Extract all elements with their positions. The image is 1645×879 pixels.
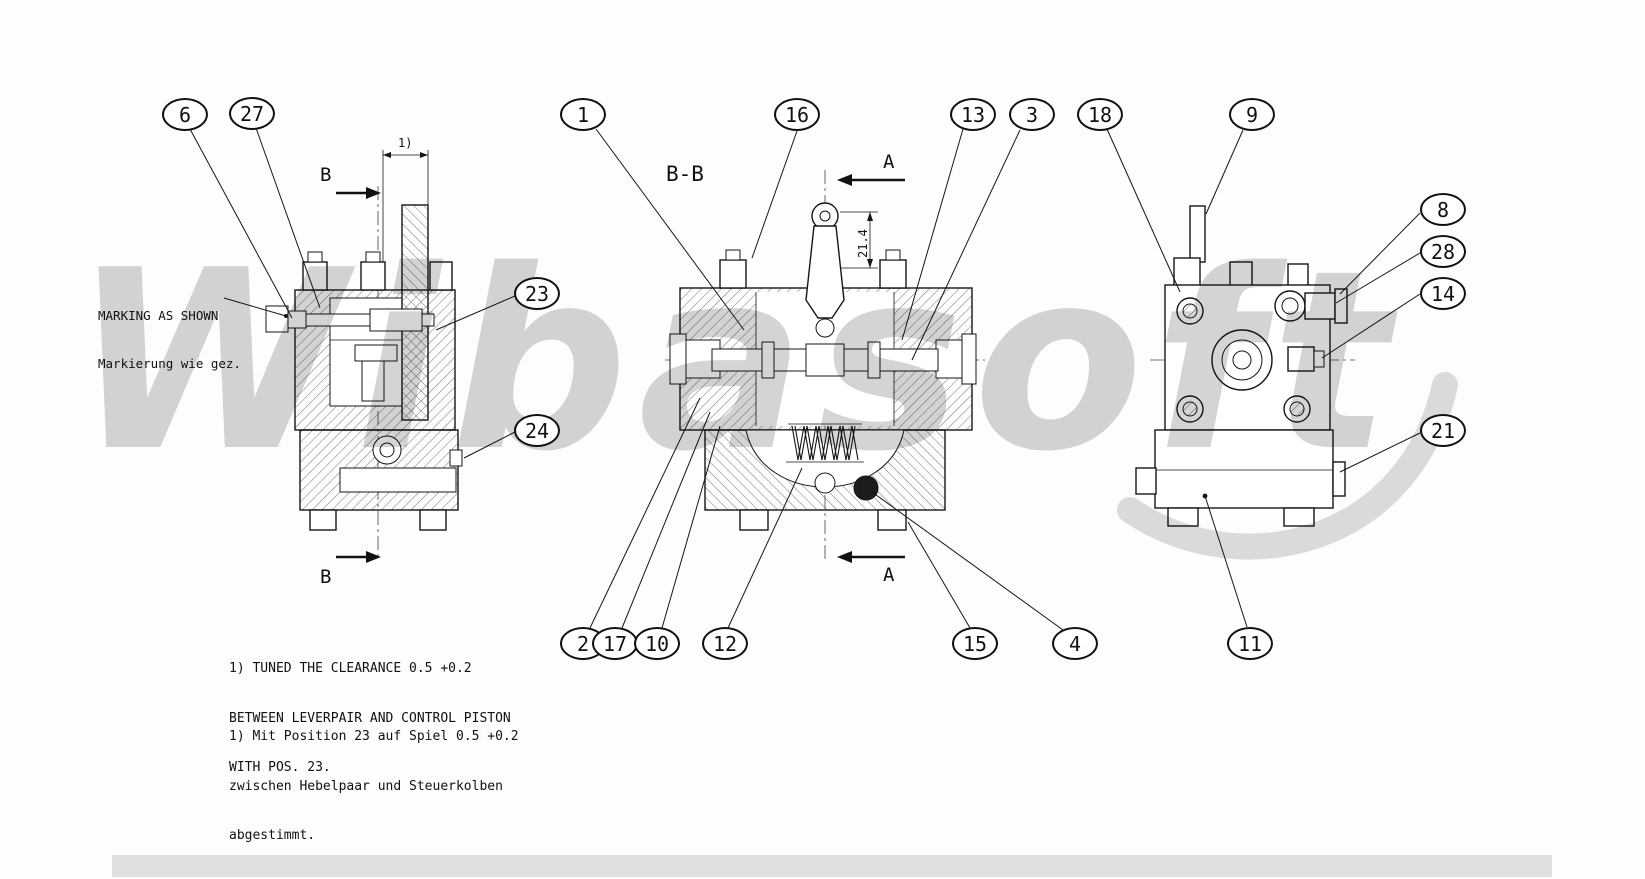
- section-label-a-top: A: [883, 151, 895, 173]
- balloon-17: 17: [592, 627, 638, 660]
- balloon-16: 16: [774, 98, 820, 131]
- note-en-line1: 1) TUNED THE CLEARANCE 0.5 +0.2: [229, 661, 472, 676]
- note-en-line2: BETWEEN LEVERPAIR AND CONTROL PISTON: [229, 710, 511, 726]
- balloon-13: 13: [950, 98, 996, 131]
- note-de-line3: abgestimmt.: [229, 828, 316, 843]
- leader-lines: [189, 127, 1421, 631]
- note-en-line3: WITH POS. 23.: [229, 760, 331, 775]
- section-label-a-bottom: A: [883, 564, 895, 586]
- note-de-line2: zwischen Hebelpaar und Steuerkolben: [229, 778, 503, 794]
- balloon-23: 23: [514, 277, 560, 310]
- balloon-1: 1: [560, 98, 606, 131]
- balloon-18: 18: [1077, 98, 1123, 131]
- dim-21-4-label: 21.4: [856, 229, 870, 258]
- balloon-9: 9: [1229, 98, 1275, 131]
- balloon-6: 6: [162, 98, 208, 131]
- balloon-14: 14: [1420, 277, 1466, 310]
- marking-note-de: Markierung wie gez.: [98, 356, 241, 371]
- section-label-b-bottom: B: [320, 566, 332, 588]
- balloon-3: 3: [1009, 98, 1055, 131]
- balloon-10: 10: [634, 627, 680, 660]
- marking-note-en: MARKING AS SHOWN: [98, 308, 219, 323]
- balloon-12: 12: [702, 627, 748, 660]
- balloon-28: 28: [1420, 235, 1466, 268]
- balloon-21: 21: [1420, 414, 1466, 447]
- note-en: 1) TUNED THE CLEARANCE 0.5 +0.2 BETWEEN …: [229, 628, 511, 810]
- left-side-view: [223, 150, 463, 563]
- balloon-8: 8: [1420, 193, 1466, 226]
- note-de: 1) Mit Position 23 auf Spiel 0.5 +0.2 zw…: [229, 696, 519, 878]
- section-label-b-top: B: [320, 164, 332, 186]
- balloon-24: 24: [514, 414, 560, 447]
- dim-ref-label: 1): [398, 136, 413, 150]
- note-de-line1: 1) Mit Position 23 auf Spiel 0.5 +0.2: [229, 729, 519, 744]
- section-label-bb: B-B: [666, 162, 704, 186]
- front-view: [1135, 205, 1355, 527]
- balloon-15: 15: [952, 627, 998, 660]
- balloon-27: 27: [229, 97, 275, 130]
- section-bb-view: [665, 170, 985, 563]
- balloon-11: 11: [1227, 627, 1273, 660]
- balloon-4: 4: [1052, 627, 1098, 660]
- marking-note: MARKING AS SHOWN Markierung wie gez.: [98, 276, 241, 404]
